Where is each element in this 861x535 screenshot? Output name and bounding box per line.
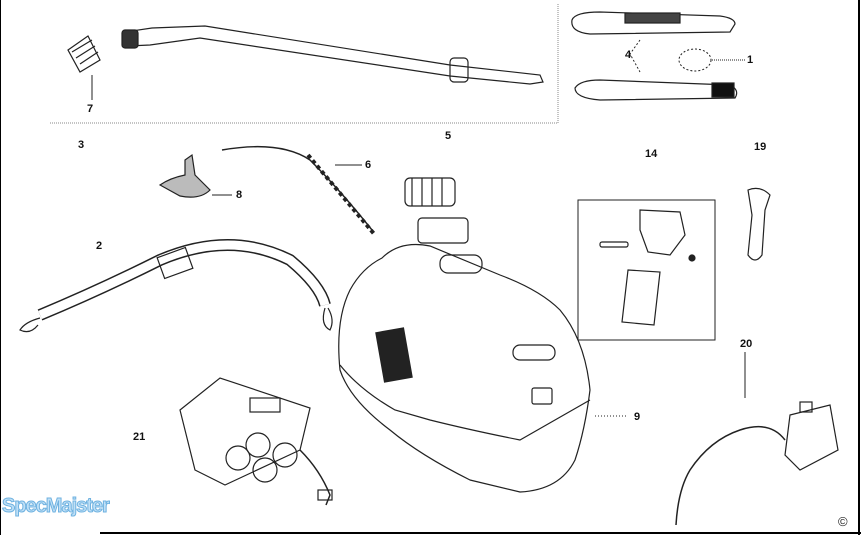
label-part-21: 21	[133, 431, 146, 443]
label-part-14: 14	[645, 148, 658, 160]
trigger-handle	[571, 11, 745, 101]
nozzle-part-7	[67, 35, 101, 73]
label-part-8: 8	[236, 189, 243, 201]
label-part-3: 3	[78, 139, 85, 151]
hose-part-2	[19, 239, 333, 333]
copyright-symbol: ©	[838, 514, 848, 529]
hose-part-6	[221, 145, 377, 237]
label-part-9: 9	[634, 411, 641, 423]
spray-lance	[121, 25, 544, 85]
label-part-4: 4	[625, 49, 632, 61]
label-part-2: 2	[96, 240, 103, 252]
inset-divider	[50, 4, 559, 124]
valve-part-8	[158, 153, 232, 198]
clip-kit-part-14	[577, 199, 716, 341]
charger-part-20	[675, 352, 839, 526]
label-part-19: 19	[754, 141, 767, 153]
watermark-logo: SpecMajster	[2, 495, 111, 518]
label-part-7: 7	[87, 103, 94, 115]
clip-part-19	[747, 187, 771, 261]
label-part-20: 20	[740, 338, 753, 350]
battery-part-21	[179, 377, 333, 506]
tank-part-9	[338, 177, 628, 493]
label-part-1: 1	[747, 54, 754, 66]
label-part-5: 5	[445, 130, 452, 142]
label-part-6: 6	[365, 159, 372, 171]
